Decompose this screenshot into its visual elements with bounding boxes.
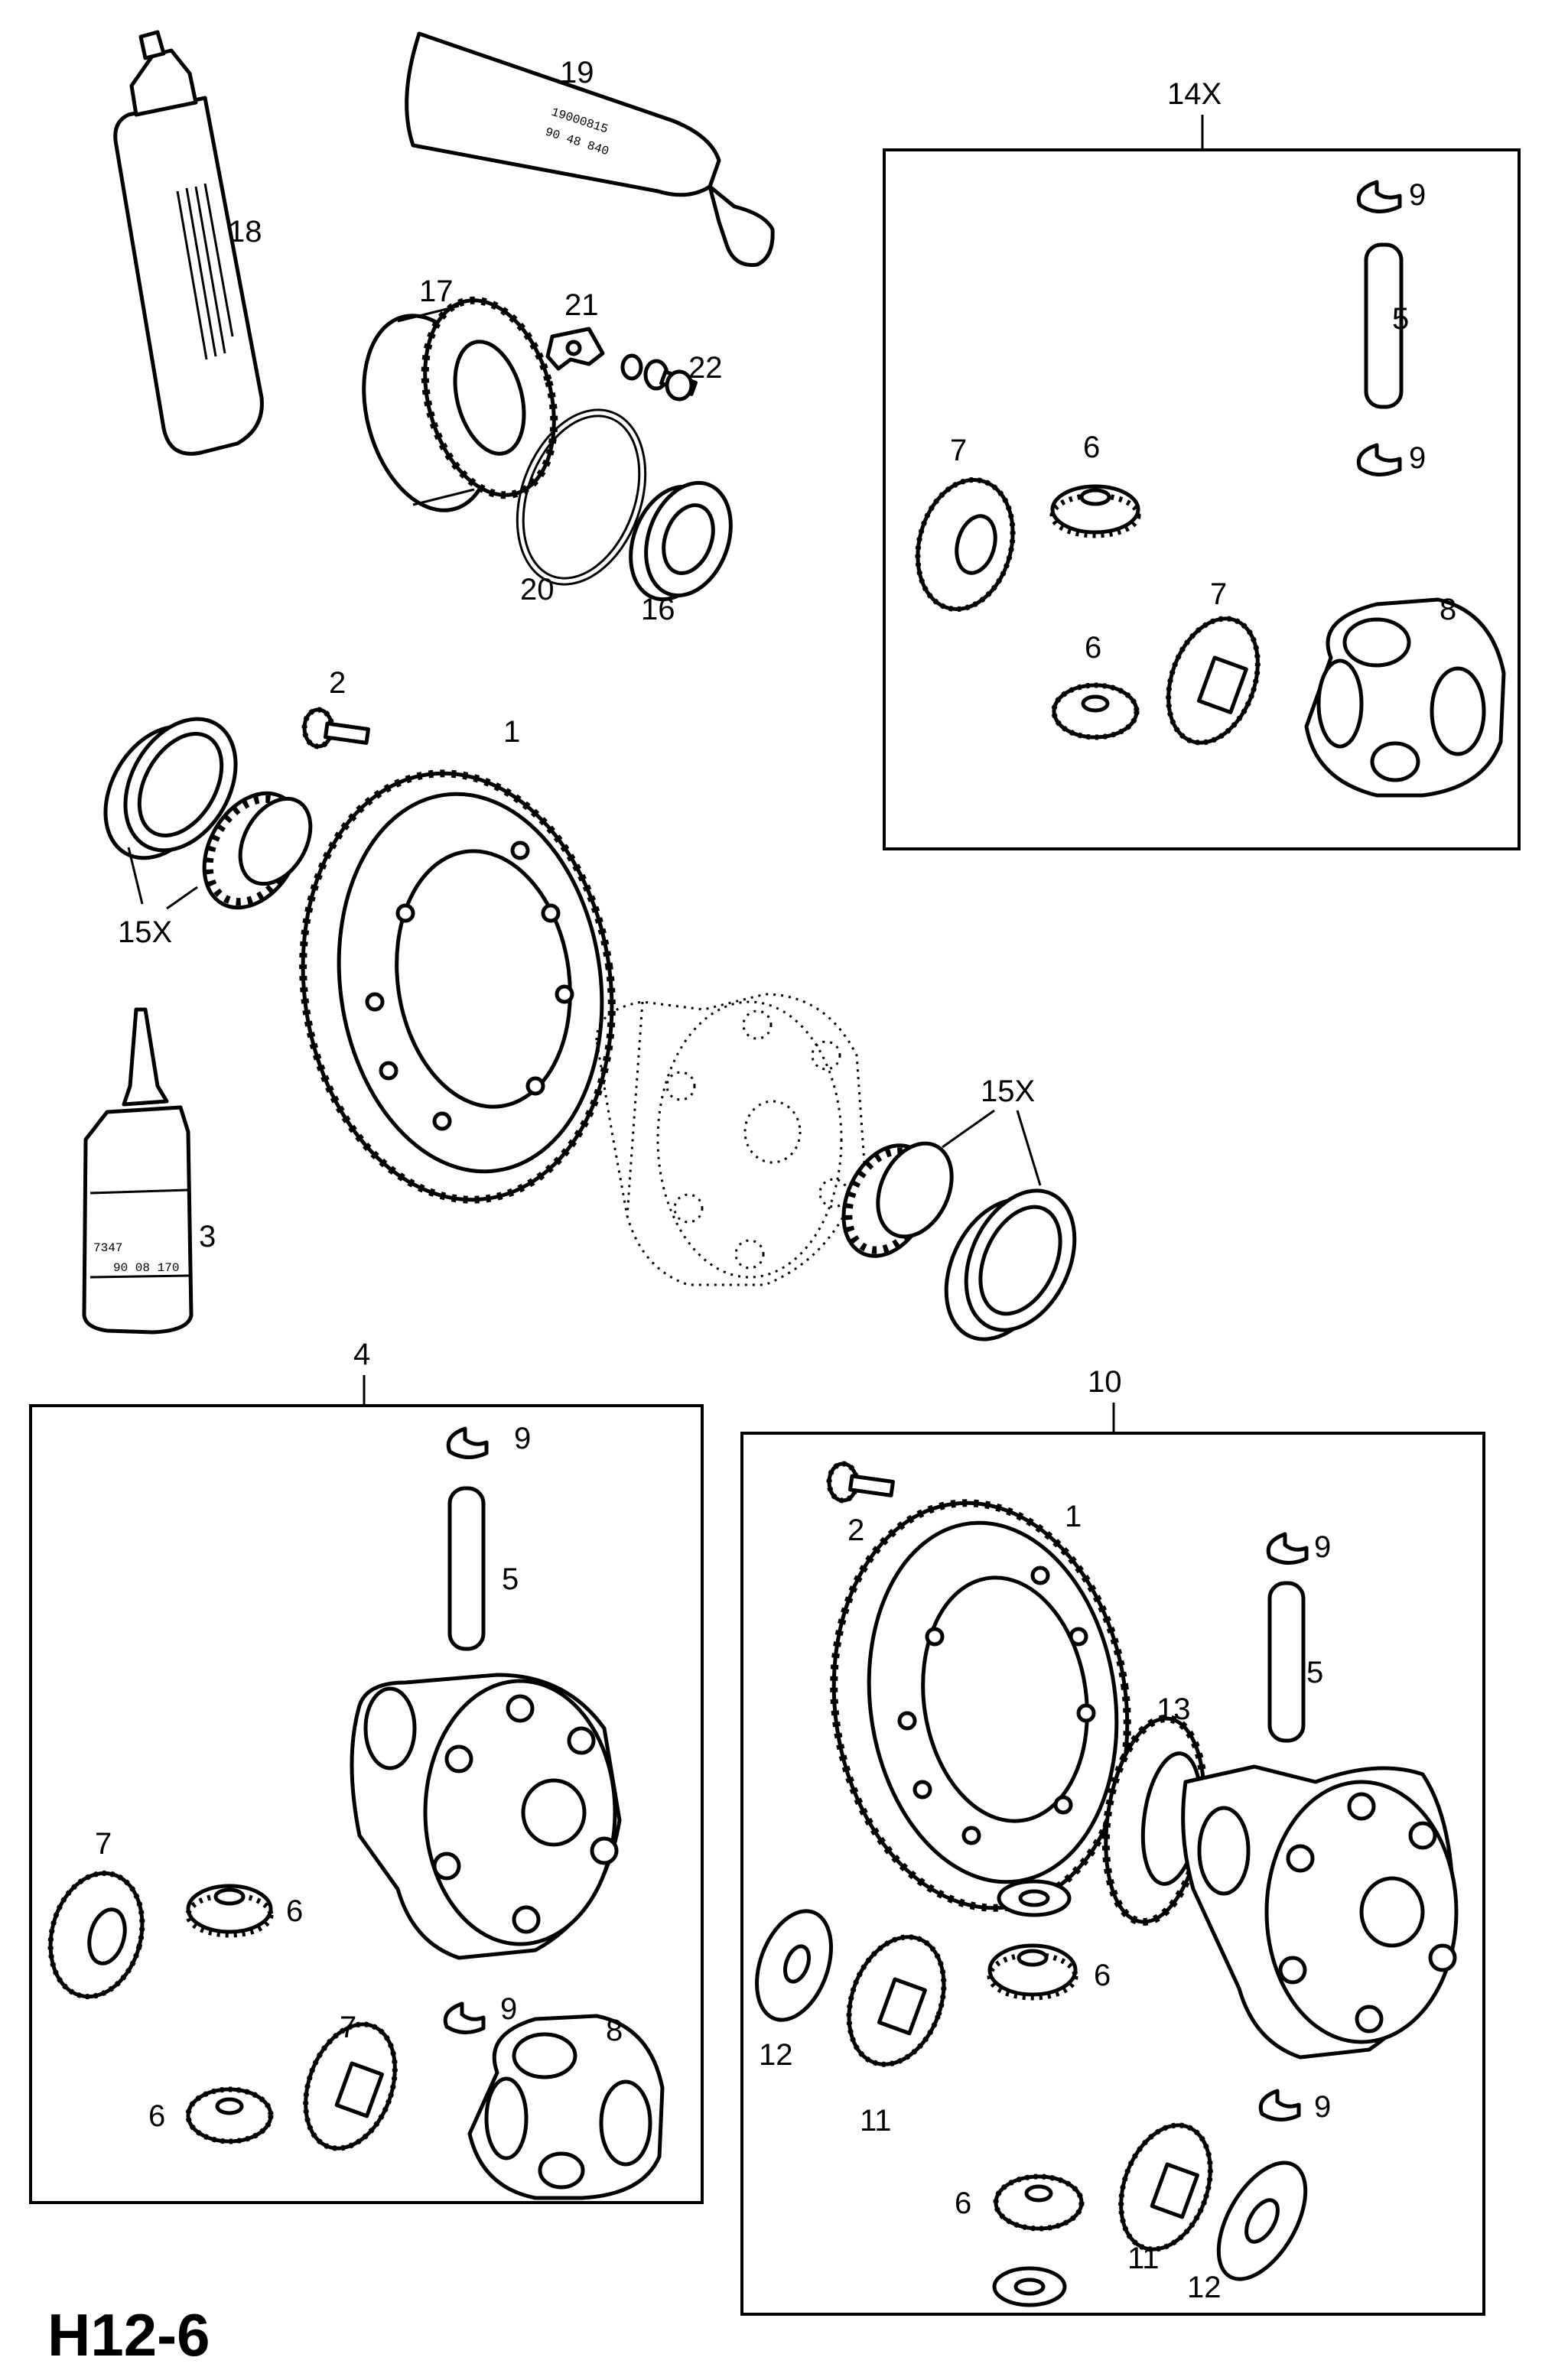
speedometer-drive-gear-part	[362, 296, 558, 512]
box-4-pin	[447, 1486, 486, 1651]
callout-14x-7-left: 7	[950, 434, 967, 467]
oil-seal-part	[629, 480, 733, 602]
box-4-pinion-upper	[185, 1884, 274, 1938]
callout-10-13: 13	[1156, 1692, 1191, 1726]
box-10-pinion-upper	[987, 1943, 1078, 2001]
box-4-frame	[29, 1404, 704, 2204]
box-14x-pin	[1364, 242, 1404, 409]
box-10-thrust-washer-lower	[992, 2266, 1067, 2307]
callout-1: 1	[503, 715, 520, 749]
callout-10-5: 5	[1306, 1656, 1323, 1689]
ring-gear	[299, 769, 616, 1204]
callout-19: 19	[560, 56, 594, 89]
callout-10-9-lower: 9	[1314, 2090, 1331, 2124]
callout-10-12-left: 12	[759, 2038, 793, 2072]
figure-code: H12-6	[47, 2301, 210, 2369]
callout-10-11-right: 11	[1127, 2242, 1160, 2275]
retaining-plate-part	[545, 327, 605, 371]
callout-4: 4	[353, 1338, 370, 1371]
callout-4-5: 5	[502, 1562, 519, 1596]
box-14x-side-gear-right	[1166, 616, 1261, 746]
grease-tube-part: 19000815 90 48 840	[405, 31, 775, 267]
box-14x-circlip-bottom	[1356, 443, 1402, 476]
callout-22: 22	[688, 351, 723, 385]
callout-21: 21	[564, 288, 599, 322]
callout-4-9-lower: 9	[500, 1992, 517, 2026]
callout-14x-8: 8	[1440, 593, 1456, 626]
callout-14x-7-right: 7	[1210, 577, 1227, 611]
callout-10-2: 2	[847, 1514, 864, 1547]
callout-14x-5: 5	[1392, 302, 1409, 336]
locker-bottle-label-2: 90 08 170	[113, 1261, 179, 1275]
callout-20: 20	[520, 573, 555, 606]
box-10-bolt	[826, 1461, 895, 1504]
callout-14x-6-upper: 6	[1083, 431, 1100, 464]
differential-case-phantom	[595, 993, 866, 1286]
bearing-cup-right	[944, 1188, 1077, 1341]
callout-4-7-left: 7	[95, 1827, 112, 1861]
callout-10-11-left: 11	[860, 2104, 892, 2138]
box-10-differential-case	[1181, 1764, 1459, 2060]
callout-4-6-lower: 6	[148, 2099, 165, 2133]
box-14x-housing	[1304, 597, 1506, 798]
callout-10-1: 1	[1065, 1500, 1082, 1533]
callout-14x-6-lower: 6	[1085, 631, 1101, 665]
callout-10-6-upper: 6	[1094, 1959, 1111, 1992]
thread-locker-bottle: 7347 90 08 170	[82, 1007, 194, 1335]
bearing-cone-right	[841, 1141, 954, 1258]
bolt-washer-part	[620, 353, 698, 402]
box-10-circlip-lower	[1258, 2089, 1301, 2122]
bearing-cup-left	[103, 717, 238, 860]
box-10-ring-gear	[830, 1499, 1131, 1912]
box-4-side-gear-right	[303, 2021, 398, 2151]
box-10-side-gear-left	[846, 1934, 947, 2067]
callout-10-12-right: 12	[1187, 2271, 1222, 2304]
box-10-thrust-washer-upper	[997, 1879, 1072, 1917]
sealant-tube-part	[113, 30, 264, 456]
callout-10: 10	[1088, 1365, 1122, 1399]
callout-15x-left: 15X	[118, 915, 172, 949]
box-14x-circlip-top	[1356, 180, 1402, 213]
callout-4-6-upper: 6	[286, 1894, 303, 1928]
bearing-cone-left	[202, 791, 313, 910]
box-10-pinion-lower	[993, 2174, 1085, 2232]
callout-10-9-top: 9	[1314, 1530, 1331, 1564]
callout-16: 16	[641, 593, 675, 626]
box-14x-side-gear-left	[915, 476, 1016, 613]
callout-4-7-right: 7	[340, 2011, 356, 2044]
box-4-circlip-lower	[443, 2001, 486, 2034]
box-10-side-gear-right	[1118, 2122, 1213, 2252]
callout-4-8: 8	[606, 2014, 623, 2047]
box-4-circlip-top	[446, 1426, 489, 1459]
box-10-pin	[1267, 1581, 1306, 1743]
callout-3: 3	[199, 1220, 216, 1253]
o-ring-part	[516, 408, 647, 586]
callout-14x-9-bottom: 9	[1409, 441, 1426, 475]
box-4-side-gear-left	[47, 1870, 145, 2000]
callout-15x-right: 15X	[981, 1075, 1035, 1108]
box-10-thrust-washer-right	[1216, 2161, 1308, 2281]
box-14x-pinion-upper	[1049, 484, 1141, 538]
box-4-pinion-lower	[185, 2086, 274, 2144]
box-10-thrust-washer-left	[755, 1909, 833, 2022]
locker-bottle-label-1: 7347	[93, 1241, 122, 1255]
callout-17: 17	[419, 275, 454, 308]
callout-14x: 14X	[1167, 77, 1222, 111]
callout-4-9-top: 9	[514, 1422, 531, 1455]
callout-18: 18	[228, 215, 262, 249]
callout-2: 2	[329, 666, 346, 700]
ring-gear-bolt	[301, 707, 370, 749]
box-10-circlip-top	[1266, 1532, 1309, 1565]
callout-10-6-lower: 6	[955, 2187, 971, 2220]
box-4-housing	[467, 2014, 665, 2200]
box-14x-pinion-lower	[1051, 682, 1140, 740]
box-4-differential-case	[350, 1673, 622, 1960]
callout-14x-9-top: 9	[1409, 178, 1426, 212]
